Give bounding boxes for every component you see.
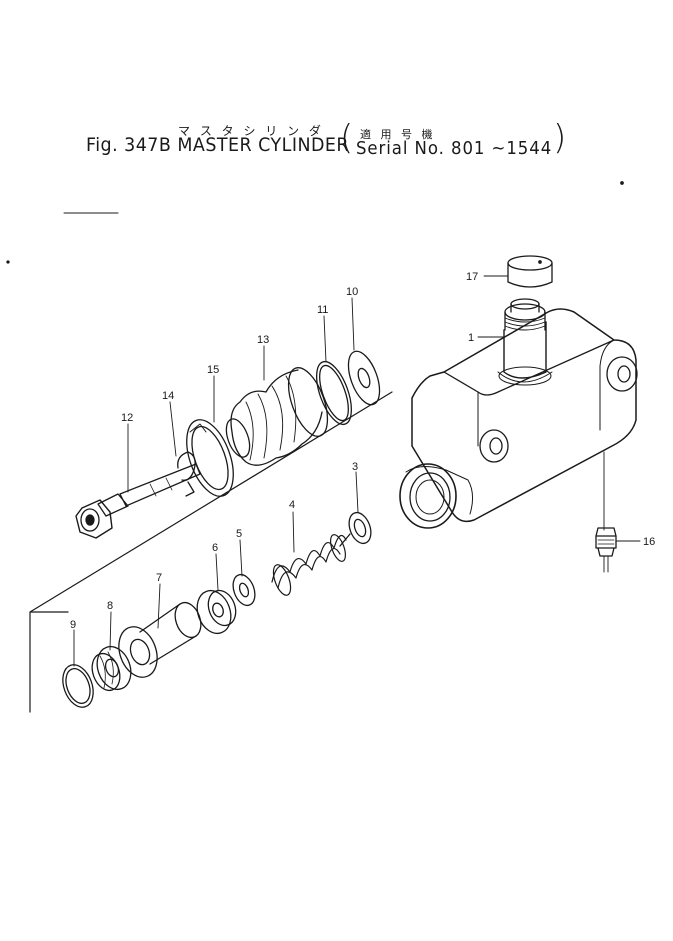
clamp-ring-15 <box>186 419 234 497</box>
callout-3: 3 <box>352 461 358 473</box>
figure-header: マ ス タ シ リ ン ダ 適 用 号 機 Fig. 347B MASTER C… <box>0 0 673 170</box>
washer-5 <box>232 573 256 607</box>
callout-5: 5 <box>236 528 242 540</box>
callout-9: 9 <box>70 619 76 631</box>
callout-8: 8 <box>107 600 113 612</box>
piston-cup-6 <box>196 589 237 635</box>
open-paren: ( <box>340 118 354 158</box>
piston-7 <box>118 601 202 678</box>
callout-16: 16 <box>643 536 655 548</box>
figure-title: Fig. 347B MASTER CYLINDER <box>86 134 350 156</box>
japanese-title: マ ス タ シ リ ン ダ <box>178 124 324 138</box>
close-paren: ) <box>553 118 567 158</box>
check-valve-3 <box>339 511 372 547</box>
callout-12: 12 <box>121 412 133 424</box>
callout-10: 10 <box>346 286 358 298</box>
callout-6: 6 <box>212 542 218 554</box>
callout-13: 13 <box>257 334 269 346</box>
bleeder-fitting <box>595 527 617 573</box>
reservoir-cap <box>507 255 553 288</box>
callout-14: 14 <box>162 390 174 402</box>
callout-15: 15 <box>207 364 219 376</box>
japanese-applicability: 適 用 号 機 <box>360 128 436 141</box>
leader-lines <box>73 275 641 667</box>
push-rod-12 <box>75 463 201 539</box>
callout-4: 4 <box>289 499 295 511</box>
rubber-boot-13 <box>225 367 329 466</box>
callout-1: 1 <box>468 332 474 344</box>
washer-10 <box>347 350 381 406</box>
assembly-bracket <box>29 391 393 713</box>
serial-range: Serial No. 801 ~1544 <box>356 138 553 159</box>
spring-4 <box>271 534 347 596</box>
cylinder-body <box>399 298 638 529</box>
callout-7: 7 <box>156 572 162 584</box>
callout-17: 17 <box>466 271 478 283</box>
ring-11 <box>316 360 352 426</box>
secondary-cup-8 <box>91 645 132 692</box>
snap-ring-9 <box>62 664 94 708</box>
callouts: 1 17 16 3 4 5 6 7 8 9 10 11 13 15 14 12 <box>70 271 655 631</box>
callout-11: 11 <box>317 304 328 316</box>
clip-14 <box>177 451 196 497</box>
stray-marks <box>6 181 624 264</box>
